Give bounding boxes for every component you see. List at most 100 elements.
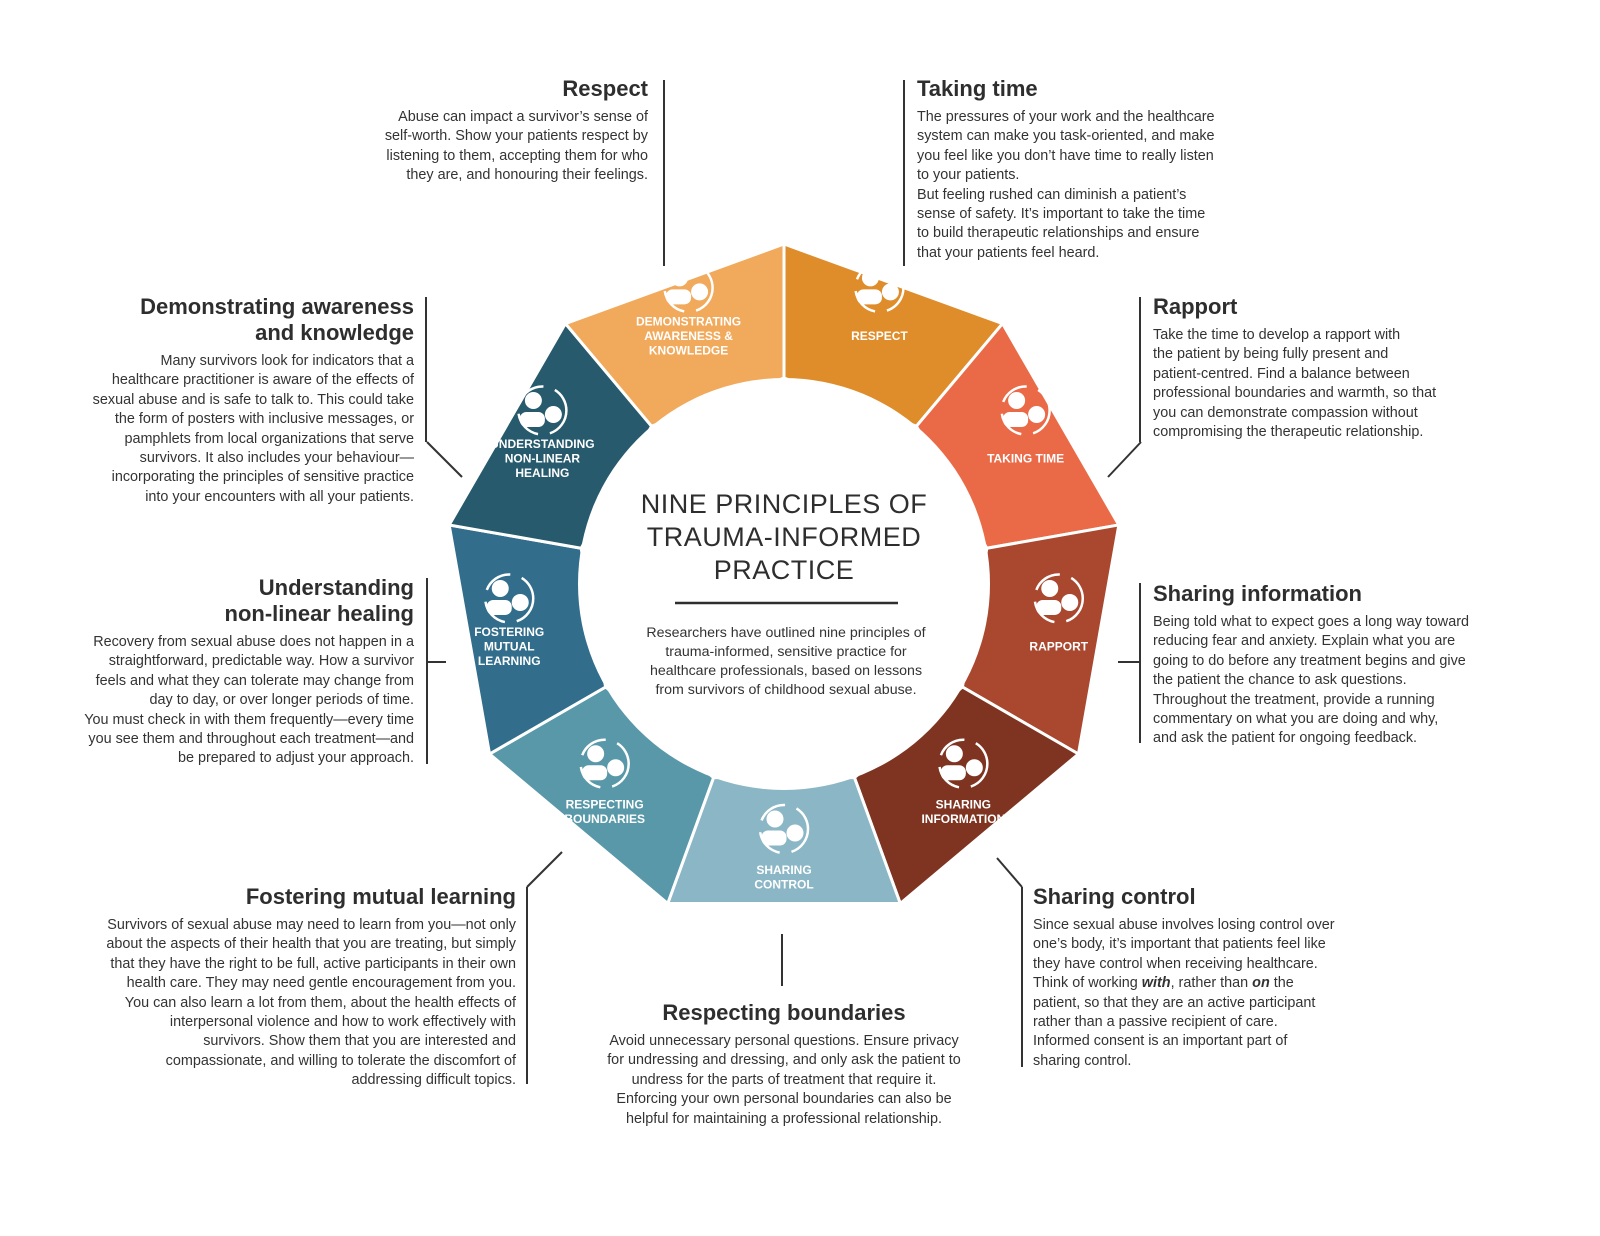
- boundaries-line-4: Enforcing your own personal boundaries c…: [616, 1091, 952, 1108]
- mutual-learning-line-7: survivors. Show them that you are intere…: [203, 1033, 516, 1050]
- leader-mutual-learning: [526, 887, 528, 1084]
- sharing-information-line-3: going to do before any treatment begins …: [1153, 652, 1466, 669]
- mutual-learning-title: Fostering mutual learning: [245, 884, 516, 909]
- non-linear-line-6: you see them and throughout each treatme…: [88, 731, 414, 748]
- path-map-icon: [517, 385, 568, 436]
- center-circle: [578, 378, 990, 790]
- non-linear-title-line-1: Understanding: [258, 575, 414, 600]
- center-desc-line-4: from survivors of childhood sexual abuse…: [655, 682, 916, 698]
- sharing-information-title: Sharing information: [1153, 581, 1362, 606]
- awareness-line-7: incorporating the principles of sensitiv…: [111, 469, 414, 486]
- people-cycle-icon: [1033, 573, 1085, 624]
- sharing-control-line-4-a: Think of working: [1033, 975, 1142, 992]
- taking-time-line-8: that your patients feel heard.: [917, 244, 1100, 261]
- boundaries-line-5: helpful for maintaining a professional r…: [626, 1110, 942, 1127]
- non-linear-line-3: feels and what they can tolerate may cha…: [95, 672, 414, 689]
- segment-label-respecting-boundaries-1: RESPECTING: [566, 797, 644, 811]
- mutual-learning-line-3: that they have the right to be full, act…: [110, 955, 516, 972]
- mutual-learning-line-1: Survivors of sexual abuse may need to le…: [107, 917, 516, 933]
- segment-label-demonstrating-awareness-knowledge-2: AWARENESS &: [644, 329, 733, 343]
- non-linear-line-5: You must check in with them frequently—e…: [84, 711, 414, 728]
- leader-awareness: [425, 297, 427, 442]
- segment-label-fostering-mutual-learning-3: LEARNING: [478, 654, 541, 668]
- respect-line-2: self-worth. Show your patients respect b…: [384, 128, 648, 145]
- sharing-control-line-4-c: the: [1269, 975, 1294, 992]
- rapport-line-1: Take the time to develop a rapport with: [1153, 327, 1401, 343]
- respect-title: Respect: [562, 76, 648, 101]
- respect-line-3: listening to them, accepting them for wh…: [386, 147, 648, 164]
- center-desc-line-1: Researchers have outlined nine principle…: [646, 625, 925, 641]
- mutual-learning-line-4: health care. They may need gentle encour…: [126, 975, 516, 992]
- control-dial-icon: [758, 803, 810, 855]
- rapport-block: Rapport Take the time to develop a rappo…: [1153, 294, 1513, 442]
- segment-label-sharing-information-1: SHARING: [936, 797, 991, 811]
- head-gear-icon: [938, 738, 989, 789]
- sharing-control-emphasis-with: with: [1141, 975, 1171, 992]
- boundaries-line-1: Avoid unnecessary personal questions. En…: [609, 1033, 959, 1049]
- segment-label-sharing-control-2: CONTROL: [754, 877, 813, 891]
- awareness-title-line-2: and knowledge: [255, 320, 414, 345]
- wheel-segment-icons: [483, 262, 1085, 855]
- awareness-line-4: the form of posters with inclusive messa…: [114, 411, 414, 428]
- leader-taking-time: [903, 80, 905, 266]
- sharing-control-line-7: Informed consent is an important part of: [1033, 1033, 1288, 1050]
- sharing-control-emphasis-on: on: [1252, 975, 1270, 992]
- non-linear-line-2: straightforward, predictable way. How a …: [108, 653, 414, 670]
- segment-label-understanding-non-linear-healing-2: NON-LINEAR: [505, 452, 581, 466]
- awareness-line-2: healthcare practitioner is aware of the …: [111, 372, 414, 389]
- learning-cycle-icon: [483, 573, 535, 624]
- mutual-learning-line-6: interpersonal violence and how to work e…: [169, 1014, 516, 1031]
- segment-label-demonstrating-awareness-knowledge-3: KNOWLEDGE: [649, 343, 728, 357]
- segment-label-rapport-1: RAPPORT: [1029, 639, 1088, 653]
- mutual-learning-line-5: You can also learn a lot from them, abou…: [124, 994, 516, 1011]
- boundary-nodes-icon: [579, 738, 630, 789]
- taking-time-line-3: you feel like you don’t have time to rea…: [917, 147, 1214, 164]
- non-linear-title-line-2: non-linear healing: [224, 601, 414, 626]
- taking-time-title: Taking time: [917, 76, 1038, 101]
- sharing-information-line-6: commentary on what you are doing and why…: [1153, 711, 1439, 728]
- meeting-icon: [1000, 385, 1051, 436]
- awareness-line-3: sexual abuse and is safe to talk to. Thi…: [92, 391, 414, 408]
- center-title-line-1: NINE PRINCIPLES OF: [641, 489, 928, 519]
- respect-line-1: Abuse can impact a survivor’s sense of: [398, 109, 648, 125]
- taking-time-line-4: to your patients.: [917, 167, 1020, 184]
- segment-label-fostering-mutual-learning-1: FOSTERING: [474, 625, 544, 639]
- segment-label-sharing-control-1: SHARING: [756, 863, 811, 877]
- sharing-information-line-7: and ask the patient for ongoing feedback…: [1153, 730, 1418, 747]
- boundaries-block: Respecting boundaries Avoid unnecessary …: [572, 1000, 996, 1129]
- taking-time-line-5: But feeling rushed can diminish a patien…: [917, 186, 1187, 203]
- hands-person-icon: [663, 262, 714, 314]
- sharing-control-line-4-b: , rather than: [1170, 975, 1253, 992]
- respect-line-4: they are, and honouring their feelings.: [406, 167, 648, 184]
- sharing-information-line-2: reducing fear and anxiety. Explain what …: [1153, 633, 1456, 650]
- rapport-line-4: professional boundaries and warmth, so t…: [1153, 385, 1437, 402]
- center-title-line-2: TRAUMA-INFORMED: [647, 522, 921, 552]
- center-desc-line-3: healthcare professionals, based on lesso…: [650, 663, 922, 679]
- sharing-control-title: Sharing control: [1033, 884, 1196, 909]
- segment-label-respect-1: RESPECT: [851, 329, 908, 343]
- leader-boundaries: [781, 934, 783, 986]
- sharing-control-line-5: patient, so that they are an active part…: [1033, 994, 1316, 1011]
- non-linear-block: Understanding non-linear healing Recover…: [20, 575, 414, 769]
- awareness-line-5: pamphlets from local organizations that …: [124, 430, 414, 447]
- mutual-learning-line-2: about the aspects of their health that y…: [106, 936, 516, 953]
- respect-block: Respect Abuse can impact a survivor’s se…: [300, 76, 648, 186]
- mutual-learning-line-9: addressing difficult topics.: [351, 1072, 516, 1089]
- taking-time-line-1: The pressures of your work and the healt…: [917, 109, 1215, 125]
- awareness-block: Demonstrating awareness and knowledge Ma…: [40, 294, 414, 507]
- rapport-title: Rapport: [1153, 294, 1238, 319]
- sharing-control-line-8: sharing control.: [1033, 1052, 1132, 1069]
- leader-non-linear: [426, 578, 428, 764]
- sharing-control-line-1: Since sexual abuse involves losing contr…: [1033, 917, 1335, 933]
- sharing-information-line-4: the patient the chance to ask questions.: [1153, 672, 1407, 689]
- segment-label-demonstrating-awareness-knowledge-1: DEMONSTRATING: [636, 314, 741, 328]
- sharing-information-line-5: Throughout the treatment, provide a runn…: [1153, 691, 1435, 708]
- mutual-learning-line-8: compassionate, and willing to tolerate t…: [165, 1052, 516, 1069]
- leader-connectors: [426, 441, 1142, 888]
- segment-label-taking-time-1: TAKING TIME: [987, 452, 1064, 466]
- taking-time-line-7: to build therapeutic relationships and e…: [917, 225, 1200, 242]
- sharing-control-line-2: one’s body, it’s important that patients…: [1033, 936, 1326, 953]
- taking-time-block: Taking time The pressures of your work a…: [917, 76, 1277, 263]
